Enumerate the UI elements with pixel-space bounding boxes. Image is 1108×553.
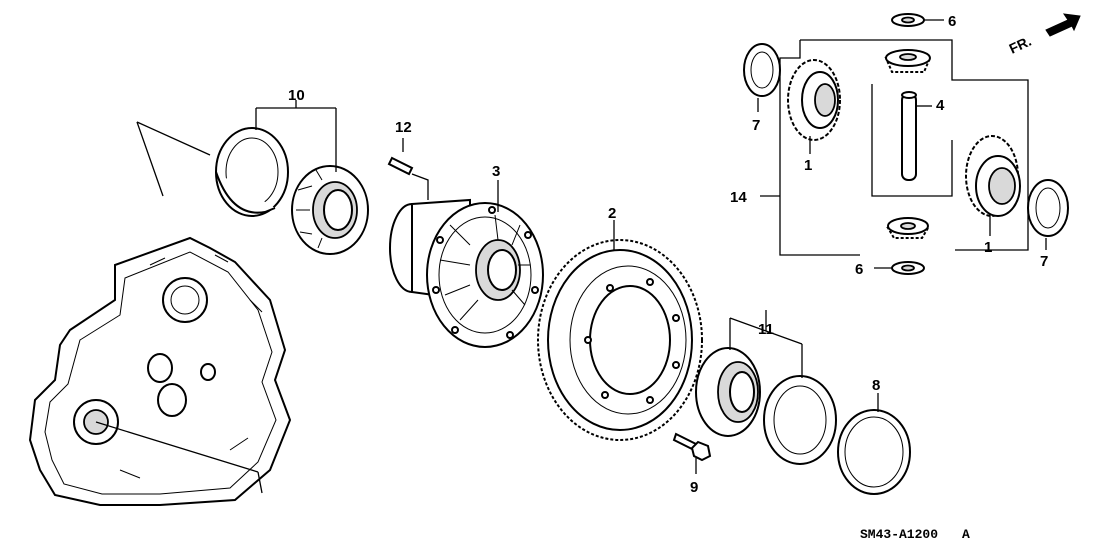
- bolt-9: [672, 432, 712, 462]
- bearing-race-10: [215, 127, 289, 217]
- side-gear-1-upper: [787, 59, 841, 141]
- side-gear-1-lower: [965, 135, 1021, 217]
- callout-6-lower: 6: [855, 261, 863, 278]
- pinion-gear-lower: [886, 217, 930, 239]
- tapered-bearing-10: [291, 165, 369, 255]
- tapered-bearing-11: [695, 347, 761, 437]
- callout-1-lower: 1: [984, 239, 992, 256]
- thrust-washer-6-lower: [891, 261, 925, 275]
- pinion-shaft-4: [901, 91, 917, 181]
- bearing-race-11: [763, 375, 837, 465]
- callout-7-right: 7: [1040, 253, 1048, 270]
- drawing-code: SM43-A1200: [860, 527, 938, 542]
- callout-8: 8: [872, 377, 880, 394]
- differential-carrier-3: [389, 198, 544, 348]
- leader-housing-bottom-b: [257, 471, 263, 494]
- thrust-washer-7-left: [743, 43, 781, 97]
- callout-2: 2: [608, 205, 616, 222]
- callout-1-upper: 1: [804, 157, 812, 174]
- callout-10: 10: [288, 87, 305, 104]
- leader-housing-top-b: [136, 121, 164, 197]
- callout-11: 11: [758, 321, 774, 338]
- pin-12: [387, 156, 414, 176]
- callout-3: 3: [492, 163, 500, 180]
- thrust-washer-6-upper: [891, 13, 925, 27]
- callout-4: 4: [936, 97, 945, 114]
- leader-housing-top: [136, 121, 211, 156]
- bracket-14: [760, 39, 1029, 256]
- pinion-gear-upper: [884, 49, 932, 73]
- fr-label: FR.: [1007, 33, 1034, 57]
- callout-14: 14: [730, 189, 747, 206]
- leader-housing-bottom: [95, 421, 259, 473]
- final-driven-gear-2: [537, 239, 703, 441]
- callout-12: 12: [395, 119, 412, 136]
- shim-8: [837, 409, 911, 495]
- callout-7-left: 7: [752, 117, 760, 134]
- callout-9: 9: [690, 479, 698, 496]
- callout-6-upper: 6: [948, 13, 956, 30]
- thrust-washer-7-right: [1027, 179, 1069, 237]
- front-direction-arrow: [1045, 13, 1081, 37]
- transmission-housing: [28, 236, 292, 506]
- leader-12: [411, 173, 429, 200]
- drawing-revision: A: [962, 527, 970, 542]
